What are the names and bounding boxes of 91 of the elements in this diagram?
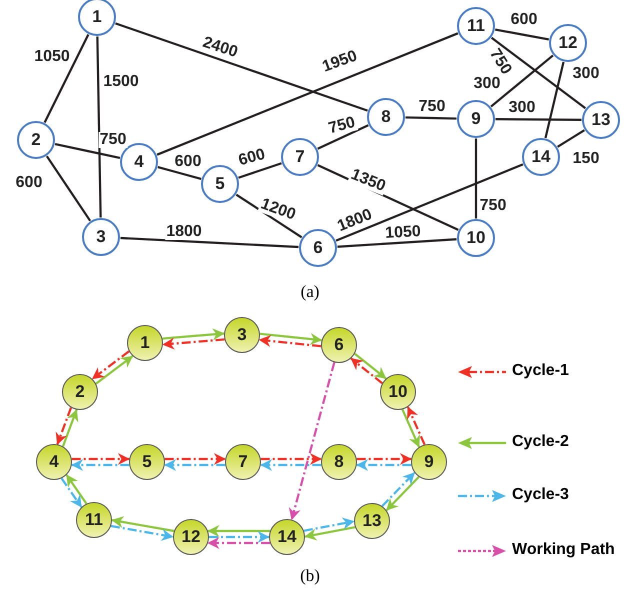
arrow	[111, 516, 174, 532]
link-line	[44, 34, 90, 124]
network-node: 4	[120, 143, 158, 181]
arrow	[92, 350, 130, 380]
legend-label: Cycle-2	[512, 433, 569, 451]
arrow	[162, 338, 225, 350]
arrow	[207, 537, 270, 549]
arrow	[288, 362, 336, 520]
legend-label: Cycle-3	[512, 486, 569, 504]
arrow	[260, 459, 322, 471]
arrow	[164, 453, 226, 465]
arrow	[401, 409, 420, 448]
arrow	[162, 328, 225, 340]
arrow	[304, 526, 356, 540]
network-node: 2	[62, 374, 98, 410]
link-line	[156, 32, 458, 156]
arrow	[71, 459, 130, 471]
edge-label: 1050	[384, 224, 422, 242]
arrow	[356, 459, 412, 471]
legend-label: Working Path	[512, 541, 615, 559]
link-line	[557, 129, 585, 148]
link-line	[46, 156, 92, 222]
arrow	[56, 407, 72, 445]
arrow	[260, 332, 322, 345]
link-line	[115, 22, 368, 112]
arrow	[350, 358, 383, 384]
arrow	[62, 409, 78, 447]
edge-label: 750	[98, 132, 128, 148]
arrow	[164, 459, 226, 471]
link-line	[490, 54, 554, 108]
arrow	[72, 453, 130, 465]
network-node: 1	[78, 0, 116, 36]
arrow	[95, 355, 134, 385]
network-node: 5	[129, 444, 165, 480]
arrow	[60, 478, 82, 508]
link-line	[336, 163, 524, 242]
network-node: 13	[354, 503, 390, 539]
arrow	[110, 524, 174, 541]
network-node: 9	[411, 444, 447, 480]
network-node: 5	[201, 165, 239, 203]
network-node: 1	[127, 325, 163, 361]
link-line	[120, 236, 299, 248]
edge-label: 1350	[348, 166, 388, 196]
arrow	[386, 476, 420, 512]
link-line	[494, 28, 550, 41]
link-line	[405, 116, 457, 120]
link-line	[236, 194, 302, 238]
network-node: 14	[522, 138, 560, 176]
network-node: 2	[17, 121, 55, 159]
link-line	[495, 118, 582, 121]
subfigure-caption: (b)	[300, 566, 320, 586]
network-node: 3	[224, 317, 260, 353]
arrow	[260, 453, 322, 465]
subfigure-caption: (a)	[300, 282, 320, 302]
legend-label: Cycle-1	[512, 362, 569, 380]
link-line	[96, 36, 102, 218]
network-node: 4	[36, 444, 72, 480]
network-node: 6	[299, 229, 337, 267]
network-node: 3	[82, 218, 120, 256]
link-line	[544, 62, 565, 138]
edge-label: 1800	[165, 224, 203, 240]
arrow	[406, 406, 426, 445]
link-line	[474, 138, 478, 218]
network-node: 7	[281, 138, 319, 176]
arrow	[258, 335, 322, 348]
network-node: 6	[321, 327, 357, 363]
link-line	[158, 166, 202, 180]
link-line	[238, 162, 282, 179]
arrow	[66, 474, 88, 504]
network-node: 12	[173, 519, 209, 555]
arrow	[381, 472, 416, 507]
network-node: 8	[321, 444, 357, 480]
network-node: 11	[76, 502, 112, 538]
link-line	[337, 238, 457, 248]
arrow	[209, 531, 270, 543]
network-node: 7	[225, 444, 261, 480]
network-node: 8	[367, 98, 405, 136]
network-node: 13	[582, 101, 620, 139]
network-node: 10	[457, 219, 495, 257]
network-node: 12	[549, 24, 587, 62]
network-node: 11	[457, 7, 495, 45]
network-node: 14	[269, 519, 305, 555]
link-line	[54, 143, 120, 159]
network-node: 9	[457, 100, 495, 138]
arrow	[207, 525, 270, 537]
network-node: 10	[380, 374, 416, 410]
link-line	[490, 36, 586, 110]
link-line	[317, 124, 369, 150]
arrow	[356, 453, 412, 465]
arrow	[304, 518, 355, 532]
arrow	[354, 352, 387, 380]
